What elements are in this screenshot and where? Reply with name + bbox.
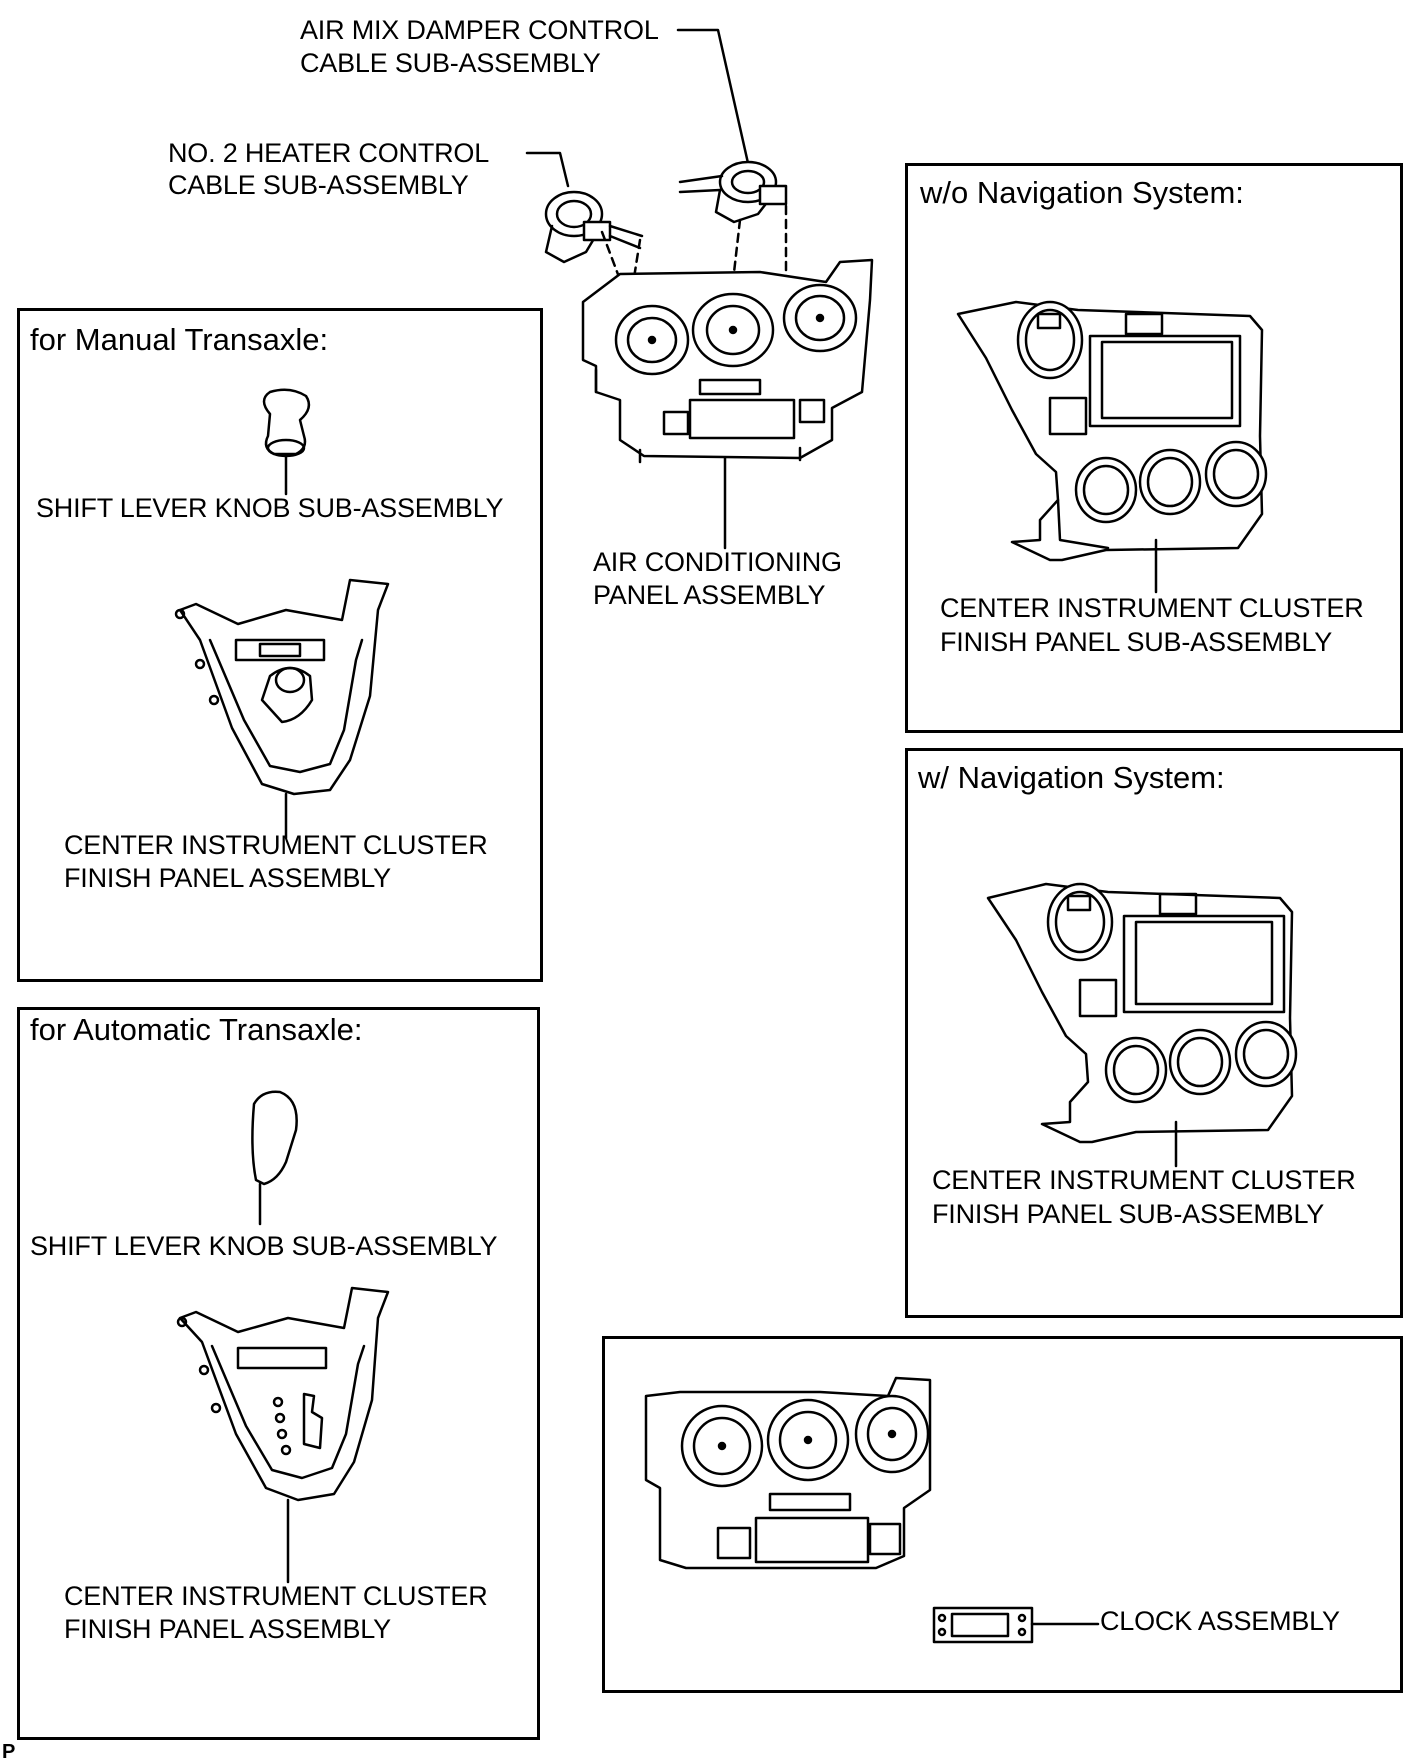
automatic-panel-label-line1: CENTER INSTRUMENT CLUSTER (64, 1581, 488, 1611)
manual-transaxle-box (17, 308, 543, 982)
w-navigation-panel-drawing (986, 882, 1298, 1168)
w-navigation-title: w/ Navigation System: (918, 760, 1225, 795)
automatic-transaxle-title: for Automatic Transaxle: (30, 1012, 363, 1047)
air-conditioning-panel-drawing (581, 258, 874, 464)
automatic-panel-label-line2: FINISH PANEL ASSEMBLY (64, 1614, 391, 1644)
heater-cable-label-line2: CABLE SUB-ASSEMBLY (168, 170, 469, 200)
clock-assembly-label: CLOCK ASSEMBLY (1100, 1606, 1340, 1636)
air-mix-cable-label-line2: CABLE SUB-ASSEMBLY (300, 48, 601, 78)
wo-navigation-panel-drawing (956, 300, 1268, 594)
automatic-shift-knob-drawing (251, 1090, 298, 1226)
wo-nav-panel-label-line2: FINISH PANEL SUB-ASSEMBLY (940, 627, 1333, 657)
wo-nav-panel-label-line1: CENTER INSTRUMENT CLUSTER (940, 593, 1364, 623)
ac-panel-with-clock-drawing (644, 1376, 932, 1570)
wo-navigation-title: w/o Navigation System: (920, 175, 1244, 210)
manual-transaxle-title: for Manual Transaxle: (30, 322, 329, 357)
wo-navigation-box (905, 163, 1403, 733)
w-navigation-box (905, 748, 1403, 1318)
manual-panel-label-line2: FINISH PANEL ASSEMBLY (64, 863, 391, 893)
w-nav-panel-label-line2: FINISH PANEL SUB-ASSEMBLY (932, 1199, 1325, 1229)
w-nav-panel-label-line1: CENTER INSTRUMENT CLUSTER (932, 1165, 1356, 1195)
automatic-center-panel-drawing (176, 1286, 390, 1584)
air-mix-damper-cable-drawing (678, 160, 788, 292)
automatic-transaxle-box (17, 1007, 540, 1740)
manual-center-panel-drawing (174, 578, 390, 840)
heater-cable-label-line1: NO. 2 HEATER CONTROL (168, 138, 490, 168)
air-mix-cable-label-line1: AIR MIX DAMPER CONTROL (300, 15, 659, 45)
clock-assembly-box (602, 1336, 1403, 1693)
automatic-knob-label: SHIFT LEVER KNOB SUB-ASSEMBLY (30, 1231, 498, 1261)
ac-panel-label-line1: AIR CONDITIONING (593, 547, 842, 577)
manual-knob-label: SHIFT LEVER KNOB SUB-ASSEMBLY (36, 493, 504, 523)
manual-panel-label-line1: CENTER INSTRUMENT CLUSTER (64, 830, 488, 860)
clock-assembly-drawing (932, 1606, 1100, 1644)
manual-shift-knob-drawing (262, 388, 311, 496)
ac-panel-label-line2: PANEL ASSEMBLY (593, 580, 826, 610)
corner-mark: P (2, 1741, 16, 1763)
